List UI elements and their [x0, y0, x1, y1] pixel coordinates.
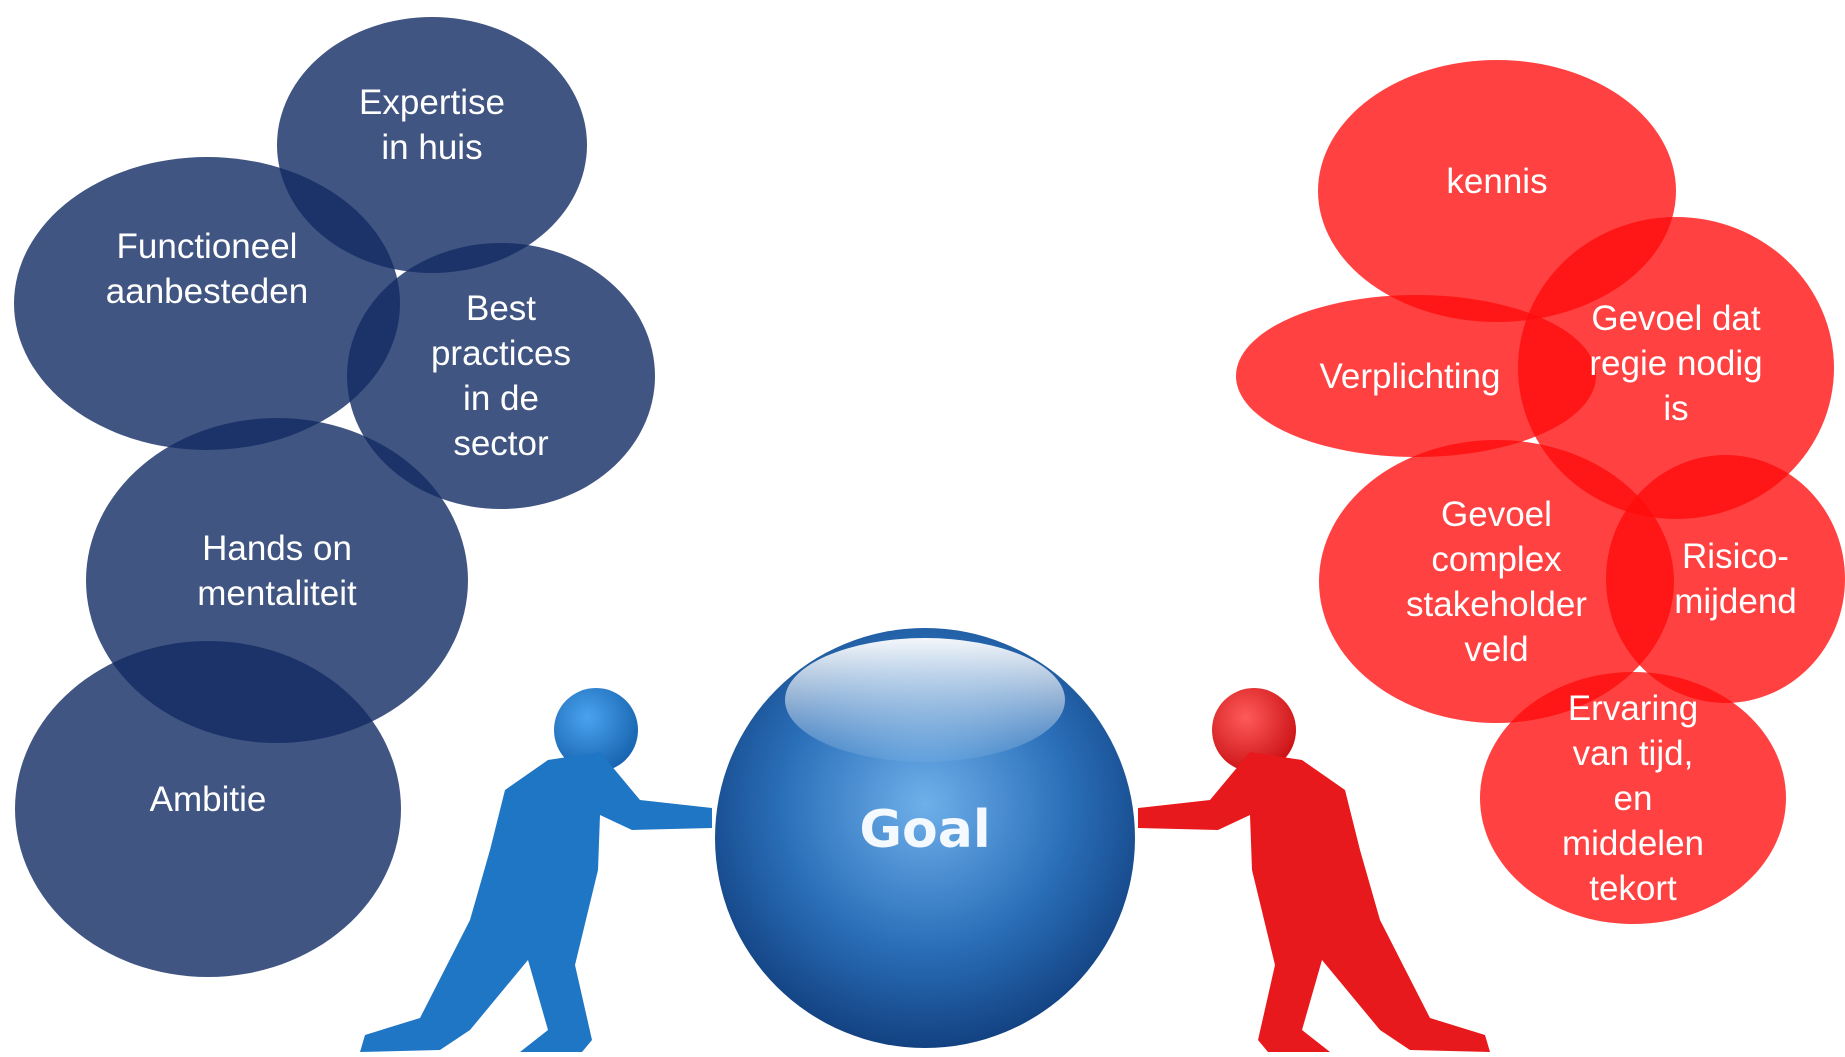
bubble-label: Best practices in de sector — [430, 289, 572, 463]
goal-label: Goal — [859, 800, 990, 860]
bubble-label: Expertise in huis — [359, 83, 505, 167]
bubble-label: kennis — [1446, 161, 1548, 201]
bubble-label: Risico- mijdend — [1674, 537, 1797, 621]
bubble-label: Ervaring van tijd, en middelen tekort — [1561, 688, 1705, 908]
force-bubble-ervaring-van-tijd: Ervaring van tijd, en middelen tekort — [1480, 672, 1786, 924]
goal-ball-shine — [785, 638, 1065, 762]
right-figure-head — [1212, 688, 1296, 772]
left-figure-head — [554, 688, 638, 772]
right-figure — [1138, 688, 1490, 1052]
force-bubble-best-practices: Best practices in de sector — [347, 243, 655, 509]
force-bubble-ambitie: Ambitie — [15, 641, 401, 977]
force-bubble-functioneel-aanbesteden: Functioneel aanbesteden — [14, 157, 400, 450]
bubble-label: Functioneel aanbesteden — [105, 226, 309, 311]
goal-ball: Goal — [715, 628, 1135, 1048]
force-bubble-risico-mijdend: Risico- mijdend — [1606, 455, 1845, 703]
bubble-label: Gevoel complex stakeholder veld — [1406, 494, 1587, 669]
bubble-label: Verplichting — [1319, 356, 1501, 396]
bubble-label: Gevoel dat regie nodig is — [1589, 298, 1763, 428]
right-figure-body — [1138, 752, 1490, 1052]
left-figure-body — [360, 752, 712, 1052]
bubble-label: Ambitie — [149, 779, 267, 819]
left-figure — [360, 688, 712, 1052]
bubble-label: Hands on mentaliteit — [197, 528, 357, 613]
